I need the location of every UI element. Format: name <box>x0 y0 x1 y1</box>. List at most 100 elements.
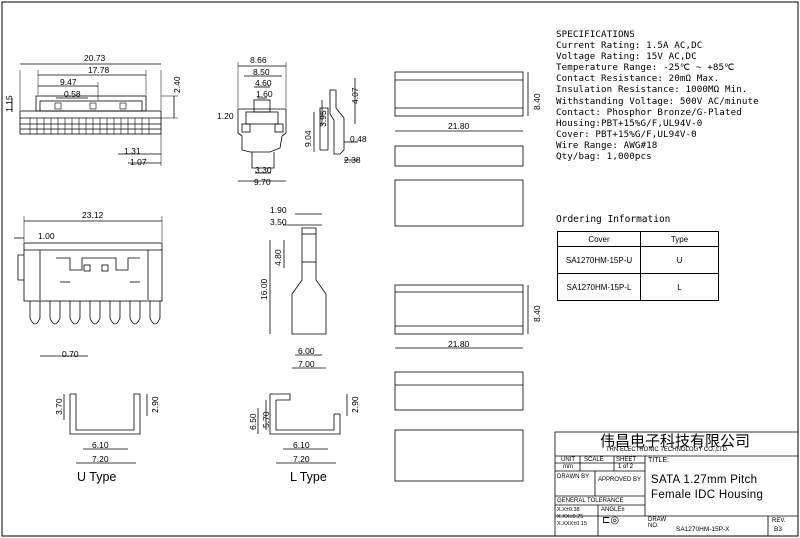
table-cell: U <box>640 246 719 274</box>
dim-front-bottom-100: 1.00 <box>38 231 55 241</box>
draw-no-value: SA1270HM-15P-X <box>676 526 730 533</box>
dim-profile-407: 4.07 <box>350 87 360 104</box>
tolerance-2: X.XX±0.25 <box>557 514 584 520</box>
dim-u-370: 3.70 <box>54 398 64 415</box>
spec-line: Withstanding Voltage: 500V AC/minute <box>556 95 759 107</box>
spec-line: Qty/bag: 1,000pcs <box>556 151 652 163</box>
table-cell: L <box>640 273 719 301</box>
title-block-frame <box>554 431 799 537</box>
column-header: Type <box>640 231 719 247</box>
dim-side-bottom-700: 7.00 <box>298 359 315 369</box>
table-cell: SA1270HM-15P-U <box>557 246 641 274</box>
profile-view <box>313 78 358 161</box>
ordering-table: Cover Type SA1270HM-15P-U U SA1270HM-15P… <box>557 231 719 301</box>
company-name-en: TRN ELECTRONIC TECHNOLOGY CO.,LTD <box>606 447 728 453</box>
dim-front-top-offset: 1.15 <box>4 95 14 112</box>
dim-l-720: 7.20 <box>293 454 310 464</box>
sheet-value: 1 of 2 <box>618 464 634 470</box>
table-row: SA1270HM-15P-U U <box>557 246 719 274</box>
front-view-top <box>11 63 178 166</box>
l-type-view <box>257 393 348 464</box>
u-type-label: U Type <box>77 470 117 484</box>
dim-front-top-107: 1.07 <box>130 157 147 167</box>
spec-line: Wire Range: AWG#18 <box>556 139 658 151</box>
table-header-row: Cover Type <box>557 231 719 247</box>
dim-u-720: 7.20 <box>92 454 109 464</box>
spec-line: Current Rating: 1.5A AC,DC <box>556 40 703 52</box>
specifications-block: SPECIFICATIONS Current Rating: 1.5A AC,D… <box>556 29 759 162</box>
spec-line: Housing:PBT+15%G/F,UL94V-0 <box>556 117 703 129</box>
dim-side-top-850: 8.50 <box>253 67 270 77</box>
dim-profile-048: 0.48 <box>350 134 367 144</box>
dim-side-top-330: 3.30 <box>255 165 272 175</box>
unit-label: UNIT <box>561 457 575 463</box>
dim-l-610: 6.10 <box>293 440 310 450</box>
dim-front-top-width: 20.73 <box>84 53 106 63</box>
plan-view-top <box>394 71 529 227</box>
dim-side-bottom-1600: 16.00 <box>259 278 269 300</box>
rev-value: B3 <box>774 526 782 533</box>
dim-plan-top-width: 8.40 <box>532 93 542 110</box>
dim-u-610: 6.10 <box>92 440 109 450</box>
spec-line: Cover: PBT+15%G/F,UL94V-0 <box>556 128 697 140</box>
tolerance-3: X.XXX±0.15 <box>557 521 587 527</box>
drawing-title-line1: SATA 1.27mm Pitch <box>651 474 758 486</box>
rev-label: REV. <box>772 518 786 524</box>
dim-l-650: 6.50 <box>248 413 258 430</box>
dim-front-top-pitch-span: 17.78 <box>88 65 110 75</box>
spec-line: Temperature Range: -25℃ ~ +85℃ <box>556 62 735 74</box>
dim-front-top-gap: 0.58 <box>64 89 81 99</box>
specifications-title: SPECIFICATIONS <box>556 29 635 40</box>
dim-side-top-866: 8.66 <box>250 55 267 65</box>
dim-front-top-half: 9.47 <box>60 77 77 87</box>
tolerance-1: X.X±0.38 <box>557 507 580 513</box>
scale-label: SCALE <box>584 457 604 463</box>
dim-front-bottom-width: 23.12 <box>82 210 104 220</box>
unit-value: mm <box>563 464 573 470</box>
ordering-title: Ordering Information <box>556 214 671 225</box>
sheet-label: SHEET <box>616 457 637 463</box>
dim-side-top-970: 9.70 <box>254 177 271 187</box>
dim-side-bottom-600: 6.00 <box>298 346 315 356</box>
spec-line: Contact Resistance: 20mΩ Max. <box>556 73 720 85</box>
drawn-by-label: DRAWN BY <box>557 474 590 480</box>
title-label: TITLE: <box>648 457 670 464</box>
dim-plan-bottom-width: 8.40 <box>532 305 542 322</box>
u-type-view <box>63 393 148 464</box>
table-cell: SA1270HM-15P-L <box>557 273 641 301</box>
draw-no-label: DRAW NO. <box>648 517 667 529</box>
side-view-bottom <box>269 213 327 369</box>
dim-side-top-160: 1.60 <box>256 89 273 99</box>
plan-view-bottom <box>394 284 529 482</box>
dim-profile-238: 2.38 <box>344 155 361 165</box>
dim-l-290: 2.90 <box>350 396 360 413</box>
general-tolerance-label: GENERAL TOLERANCE <box>557 498 624 504</box>
angle-label: ANGLE± <box>601 507 625 513</box>
dim-profile-395: 3.95 <box>318 110 328 127</box>
side-view-top <box>237 62 287 182</box>
dim-u-290: 2.90 <box>150 396 160 413</box>
approved-by-label: APPROVED BY <box>598 477 642 483</box>
spec-line: Insulation Resistance: 1000MΩ Min. <box>556 84 748 96</box>
dim-side-top-460: 4.60 <box>255 78 272 88</box>
company-name-cn: 伟昌电子科技有限公司 <box>600 432 751 450</box>
dim-plan-top-length: 21.80 <box>448 121 470 131</box>
projection-symbol-icon: ⊏◎ <box>602 515 620 526</box>
dim-front-top-height: 2.40 <box>172 76 182 93</box>
drawing-title-line2: Female IDC Housing <box>651 489 764 501</box>
column-header: Cover <box>557 231 641 247</box>
spec-line: Voltage Rating: 15V AC,DC <box>556 51 697 63</box>
table-row: SA1270HM-15P-L L <box>557 273 719 301</box>
dim-l-570: 5.70 <box>261 411 271 428</box>
dim-front-top-131: 1.31 <box>124 146 141 156</box>
dim-side-bottom-350: 3.50 <box>270 217 287 227</box>
dim-side-bottom-190: 1.90 <box>270 205 287 215</box>
dim-side-top-120: 1.20 <box>217 111 234 121</box>
dim-front-bottom-070: 0.70 <box>62 349 79 359</box>
l-type-label: L Type <box>290 470 327 484</box>
dim-plan-bottom-length: 21.80 <box>448 339 470 349</box>
dim-side-bottom-480: 4.80 <box>273 249 283 266</box>
